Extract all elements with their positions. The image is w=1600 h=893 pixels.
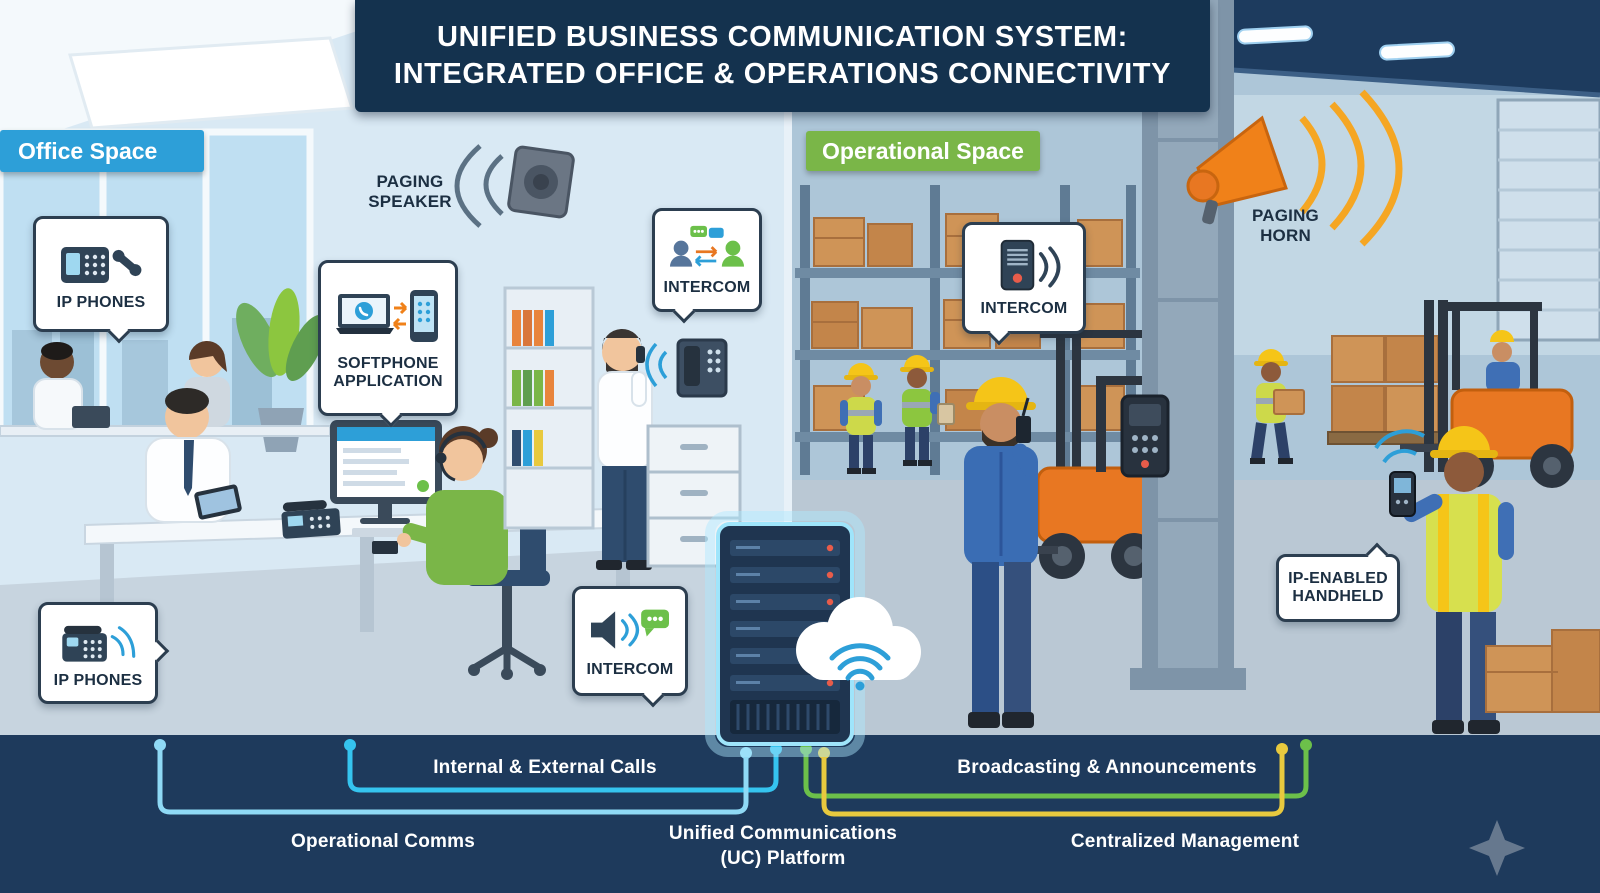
- office-worker-standing: [596, 328, 653, 570]
- label-uc-platform: Unified Communications (UC) Platform: [660, 822, 906, 871]
- desk-ip-phone: [281, 500, 341, 539]
- callout-softphone: SOFTPHONE APPLICATION: [318, 260, 458, 428]
- callout-label: INTERCOM: [663, 278, 751, 296]
- paging-speaker-label: PAGING SPEAKER: [368, 172, 452, 212]
- intercom-people-icon: [669, 225, 745, 267]
- ip-phone-waves-icon: [62, 625, 136, 662]
- paging-horn-megaphone: [1186, 89, 1403, 247]
- ceiling-light-panel: [68, 36, 354, 130]
- title-banner: UNIFIED BUSINESS COMMUNICATION SYSTEM: I…: [355, 0, 1210, 112]
- label-uc-platform-line1: Unified Communications: [668, 823, 898, 844]
- title-line1: UNIFIED BUSINESS COMMUNICATION SYSTEM:: [437, 21, 1128, 53]
- title-line2: INTEGRATED OFFICE & OPERATIONS CONNECTIV…: [393, 58, 1172, 90]
- desk-smartphone: [372, 541, 398, 554]
- operational-space-label: Operational Space: [806, 131, 1040, 171]
- paging-speaker: [454, 144, 575, 228]
- sparkle-icon: [1469, 820, 1525, 876]
- callout-ip-handheld: IP-ENABLED HANDHELD: [1276, 542, 1400, 622]
- connection-lines: [154, 739, 1312, 817]
- callout-label: IP PHONES: [56, 293, 146, 311]
- monitor-softphone-ui: [330, 420, 442, 537]
- label-broadcasting-announcements: Broadcasting & Announcements: [957, 757, 1257, 778]
- line-broadcasting: [803, 745, 1309, 799]
- office-worker-back-left: [33, 342, 110, 430]
- softphone-icon: [336, 289, 438, 342]
- callout-label: SOFTPHONE APPLICATION: [333, 354, 443, 390]
- callout-intercom-office-top: INTERCOM: [652, 208, 762, 324]
- handheld-device: [1374, 429, 1425, 517]
- uc-cloud: [796, 597, 921, 691]
- callout-label: INTERCOM: [586, 660, 674, 678]
- server-slots: [730, 540, 840, 691]
- intercom-panel-icon: [1000, 239, 1061, 290]
- callout-label: INTERCOM: [980, 299, 1068, 317]
- wall-intercom-phone: [645, 338, 728, 398]
- label-operational-comms: Operational Comms: [291, 831, 475, 852]
- callout-intercom-warehouse: INTERCOM: [962, 222, 1086, 346]
- office-bookshelf: [503, 286, 595, 530]
- wifi-icon: [829, 643, 891, 691]
- callout-label: IP-ENABLED HANDHELD: [1288, 570, 1388, 605]
- label-centralized-management: Centralized Management: [1070, 831, 1300, 852]
- callout-ip-phones-bottom: IP PHONES: [38, 602, 170, 704]
- callout-label: IP PHONES: [53, 671, 143, 689]
- office-worker-center: [145, 388, 242, 523]
- office-file-cabinet: [646, 424, 742, 568]
- corner-boxes: [1485, 629, 1600, 713]
- office-space-label: Office Space: [0, 130, 204, 172]
- ip-phone-icon: [61, 246, 142, 283]
- label-uc-platform-line2: (UC) Platform: [720, 847, 846, 869]
- callout-ip-phones-top: IP PHONES: [33, 216, 169, 344]
- pillar-intercom-device: [1120, 394, 1170, 478]
- intercom-speaker-icon: [591, 609, 669, 649]
- warehouse-workers: [840, 355, 955, 474]
- office-scene: [0, 0, 792, 893]
- line-operational-comms: [157, 745, 749, 815]
- callout-intercom-office-bottom: INTERCOM: [572, 586, 688, 708]
- line-centralized: [821, 749, 1285, 817]
- warehouse-foreman: [964, 377, 1038, 728]
- label-internal-external-calls: Internal & External Calls: [433, 757, 657, 778]
- line-internal-external: [347, 745, 779, 793]
- walking-worker: [1250, 349, 1305, 464]
- paging-horn-label: PAGING HORN: [1251, 206, 1319, 246]
- roller-door: [1496, 98, 1600, 342]
